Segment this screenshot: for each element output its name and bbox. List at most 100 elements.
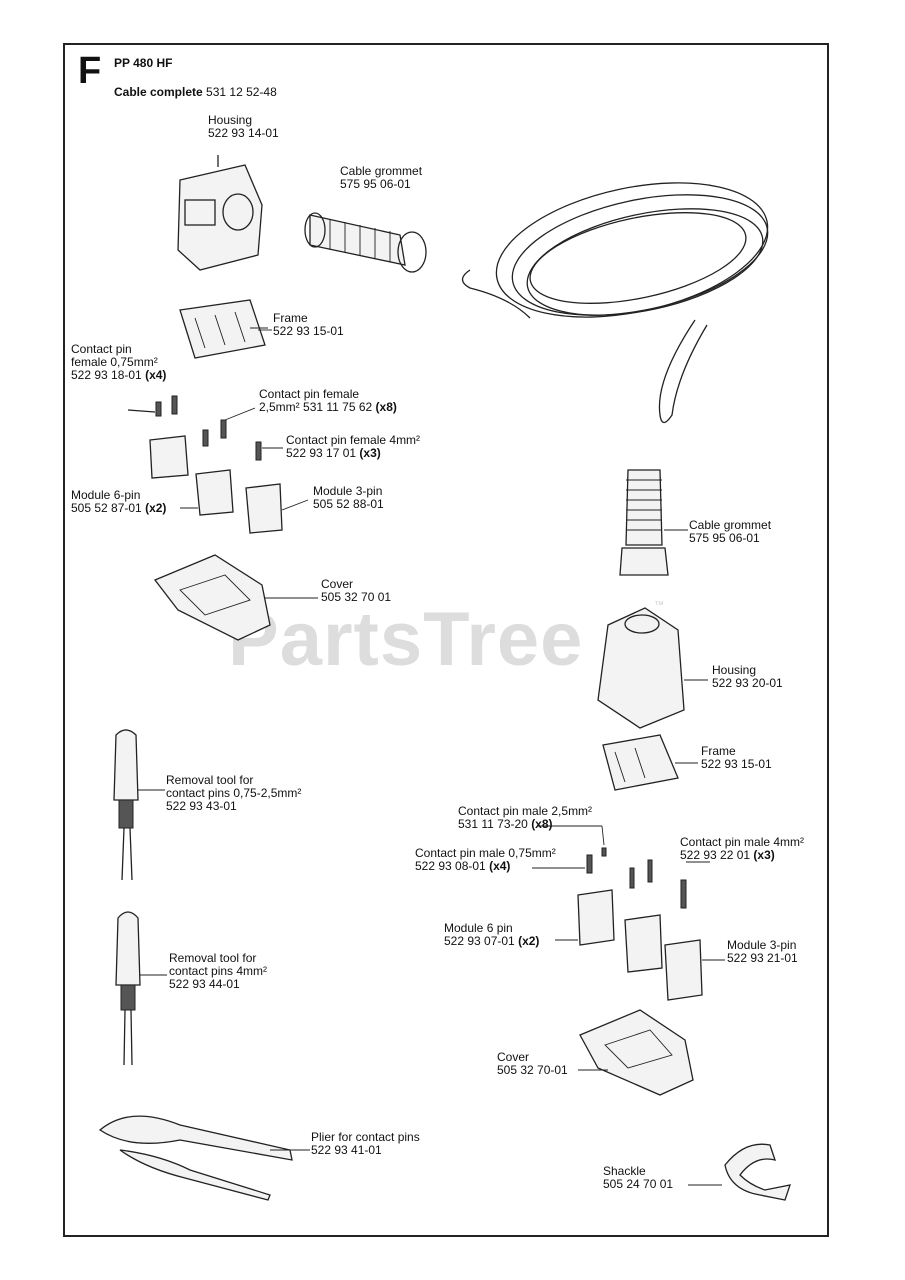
label-cable-grommet-right: Cable grommet 575 95 06-01	[689, 519, 771, 545]
part-name: Cable grommet	[689, 518, 772, 532]
section-letter: F	[78, 50, 102, 92]
cover-right-drawing	[578, 1009, 694, 1096]
label-cable-grommet-left: Cable grommet 575 95 06-01	[340, 165, 422, 191]
part-name: Contact pin female 4mm²	[286, 433, 421, 447]
cover-left-drawing	[153, 554, 318, 641]
cable-grommet-left-drawing	[304, 212, 427, 273]
modules-left-drawing	[149, 435, 283, 534]
part-name: Cover	[497, 1050, 530, 1064]
label-contact-pin-female-25: Contact pin female 2,5mm² 531 11 75 62 (…	[259, 388, 397, 414]
label-contact-pin-male-075: Contact pin male 0,75mm² 522 93 08-01 (x…	[415, 847, 556, 873]
part-number: 522 93 22 01	[680, 848, 751, 862]
label-contact-pin-female-4: Contact pin female 4mm² 522 93 17 01 (x3…	[286, 434, 420, 460]
part-name: Cable grommet	[340, 164, 423, 178]
parts-sheet-frame	[63, 43, 829, 1237]
cable-grommet-right-drawing	[619, 469, 688, 576]
part-name-2: contact pins 4mm²	[169, 964, 268, 978]
part-name: Removal tool for	[169, 951, 257, 965]
part-qty: (x3)	[359, 446, 381, 460]
part-qty: (x2)	[518, 934, 540, 948]
label-contact-pin-male-25: Contact pin male 2,5mm² 531 11 73-20 (x8…	[458, 805, 592, 831]
label-module-3-pin-left: Module 3-pin 505 52 88-01	[313, 485, 384, 511]
part-number: 522 93 44-01	[169, 977, 240, 991]
model-name: PP 480 HF	[114, 56, 173, 70]
housing-right-drawing	[597, 607, 708, 729]
part-name: Contact pin	[71, 342, 132, 356]
label-plier: Plier for contact pins 522 93 41-01	[311, 1131, 420, 1157]
housing-left-drawing	[177, 155, 263, 271]
label-frame-left: Frame 522 93 15-01	[273, 312, 344, 338]
part-name: Module 3-pin	[313, 484, 383, 498]
part-number: 505 32 70-01	[497, 1063, 568, 1077]
label-frame-right: Frame 522 93 15-01	[701, 745, 772, 771]
cable-coil-drawing	[461, 182, 769, 424]
part-name: Shackle	[603, 1164, 646, 1178]
part-number: 522 93 18-01	[71, 368, 142, 382]
label-cover-left: Cover 505 32 70 01	[321, 578, 391, 604]
part-name-2: 2,5mm²	[259, 400, 300, 414]
part-qty: (x4)	[489, 859, 511, 873]
cable-complete-label: Cable complete	[114, 85, 203, 99]
removal-tool-1-drawing	[113, 729, 165, 881]
label-module-6-pin-left: Module 6-pin 505 52 87-01 (x2)	[71, 489, 166, 515]
label-housing-left: Housing 522 93 14-01	[208, 114, 279, 140]
part-number: 505 32 70 01	[321, 590, 392, 604]
part-number: 522 93 20-01	[712, 676, 783, 690]
part-number: 575 95 06-01	[689, 531, 760, 545]
part-number: 522 93 15-01	[701, 757, 772, 771]
part-name: Module 3-pin	[727, 938, 797, 952]
part-name: Module 6 pin	[444, 921, 513, 935]
part-name: Module 6-pin	[71, 488, 141, 502]
part-qty: (x4)	[145, 368, 167, 382]
part-number: 531 11 75 62	[303, 400, 373, 414]
cable-complete-heading: Cable complete 531 12 52-48	[114, 85, 277, 99]
part-qty: (x8)	[531, 817, 553, 831]
watermark-trademark: ™	[654, 600, 664, 611]
frame-left-drawing	[179, 299, 272, 359]
plier-drawing	[98, 1115, 310, 1201]
label-cover-right: Cover 505 32 70-01	[497, 1051, 568, 1077]
part-name: Contact pin male 0,75mm²	[415, 846, 556, 860]
part-name: Contact pin male 2,5mm²	[458, 804, 593, 818]
part-number: 522 93 08-01	[415, 859, 486, 873]
part-name: Contact pin female	[259, 387, 360, 401]
frame-right-drawing	[602, 734, 698, 791]
part-number: 505 24 70 01	[603, 1177, 674, 1191]
part-number: 522 93 14-01	[208, 126, 279, 140]
part-qty: (x3)	[753, 848, 775, 862]
label-contact-pin-female-075: Contact pin female 0,75mm² 522 93 18-01 …	[71, 343, 166, 382]
modules-right-drawing	[555, 889, 725, 1001]
part-name: Contact pin male 4mm²	[680, 835, 805, 849]
part-name: Housing	[712, 663, 757, 677]
part-number: 505 52 87-01	[71, 501, 142, 515]
shackle-drawing	[688, 1143, 791, 1201]
part-number: 522 93 41-01	[311, 1143, 382, 1157]
label-module-3-pin-right: Module 3-pin 522 93 21-01	[727, 939, 798, 965]
cable-complete-number: 531 12 52-48	[206, 85, 277, 99]
part-name: Frame	[273, 311, 308, 325]
part-number: 522 93 17 01	[286, 446, 357, 460]
part-qty: (x2)	[145, 501, 167, 515]
label-contact-pin-male-4: Contact pin male 4mm² 522 93 22 01 (x3)	[680, 836, 804, 862]
part-number: 531 11 73-20	[458, 817, 528, 831]
part-name: Cover	[321, 577, 354, 591]
leader-lines	[180, 327, 309, 511]
part-number: 575 95 06-01	[340, 177, 411, 191]
label-module-6-pin-right: Module 6 pin 522 93 07-01 (x2)	[444, 922, 539, 948]
part-name: Frame	[701, 744, 736, 758]
part-number: 522 93 43-01	[166, 799, 237, 813]
label-removal-tool-075-25: Removal tool for contact pins 0,75-2,5mm…	[166, 774, 301, 813]
part-number: 522 93 15-01	[273, 324, 344, 338]
removal-tool-2-drawing	[115, 911, 167, 1066]
contact-pins-female-left-drawing	[127, 395, 262, 461]
part-qty: (x8)	[375, 400, 397, 414]
part-name: Housing	[208, 113, 253, 127]
label-removal-tool-4: Removal tool for contact pins 4mm² 522 9…	[169, 952, 267, 991]
part-number: 505 52 88-01	[313, 497, 384, 511]
part-name-2: contact pins 0,75-2,5mm²	[166, 786, 302, 800]
part-name: Removal tool for	[166, 773, 254, 787]
label-shackle: Shackle 505 24 70 01	[603, 1165, 673, 1191]
part-name: Plier for contact pins	[311, 1130, 420, 1144]
contact-pins-male-right-drawing	[532, 825, 710, 909]
